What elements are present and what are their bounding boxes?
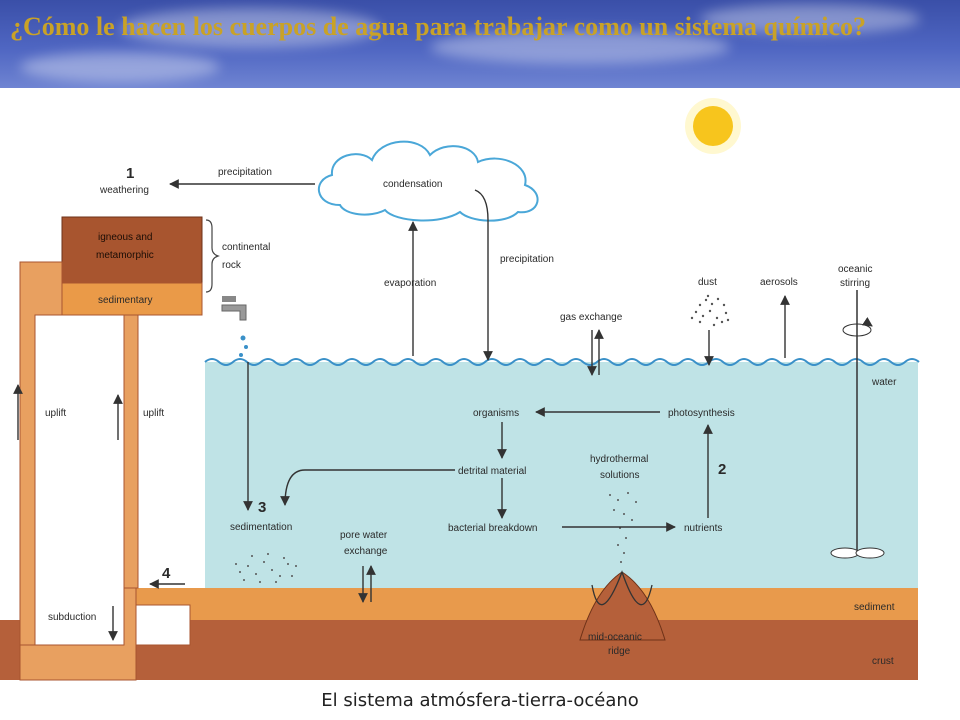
label-bacterial: bacterial breakdown [448,523,538,534]
wave-line [204,358,920,366]
number-4: 4 [162,565,171,582]
label-continental-1: continental [222,242,270,253]
label-precipitation-right: precipitation [500,254,554,265]
label-ridge-2: ridge [608,646,631,657]
label-photosynthesis: photosynthesis [668,408,735,419]
arrow-detrital-sedimentation [280,469,455,506]
ridge-flow [591,570,653,606]
number-1: 1 [126,165,134,182]
label-igneous-1: igneous and [98,232,153,243]
diagram-caption: El sistema atmósfera-tierra-océano [321,690,639,711]
subduction-box [135,604,191,646]
label-evaporation: evaporation [384,278,436,289]
number-2: 2 [718,461,726,478]
ocean-water [205,362,918,588]
brace [205,219,220,293]
slide-title: ¿Cómo le hacen los cuerpos de agua para … [10,12,867,41]
label-subduction: subduction [48,612,96,623]
label-pore-2: exchange [344,546,388,557]
label-water: water [871,377,897,388]
label-uplift-left: uplift [45,408,66,419]
label-ridge-1: mid-oceanic [588,632,642,643]
label-oceanic-1: oceanic [838,264,872,275]
label-igneous-2: metamorphic [96,250,154,261]
sun-icon [685,98,741,154]
atmosphere-earth-ocean-diagram: precipitation 1 weathering condensation … [0,98,920,681]
label-aerosols: aerosols [760,277,798,288]
label-sedimentary: sedimentary [98,295,152,306]
label-condensation: condensation [383,179,443,190]
arrow-precip-ocean [474,189,493,361]
number-3: 3 [258,499,266,516]
label-oceanic-2: stirring [840,278,870,289]
label-detrital: detrital material [458,466,526,477]
label-sediment: sediment [854,602,895,613]
label-hydrothermal-1: hydrothermal [590,454,648,465]
stirring-rod-icon [830,290,885,559]
label-crust: crust [872,656,894,667]
cloud-shape [317,140,539,222]
arrows [13,179,873,641]
label-continental-2: rock [222,260,242,271]
title-banner: ¿Cómo le hacen los cuerpos de agua para … [0,0,960,88]
label-precipitation-top: precipitation [218,167,272,178]
label-organisms: organisms [473,408,519,419]
label-nutrients: nutrients [684,523,722,534]
label-hydrothermal-2: solutions [600,470,639,481]
label-weathering: weathering [99,185,149,196]
plume-dots [609,492,637,563]
label-uplift-right: uplift [143,408,164,419]
arrow-stirring [861,317,873,327]
dust-icon [690,294,730,327]
label-dust: dust [698,277,717,288]
label-gas-exchange: gas exchange [560,312,623,323]
right-pillar [123,314,139,589]
sedimentary-block [61,282,203,316]
label-sedimentation: sedimentation [230,522,292,533]
label-pore-1: pore water [340,530,388,541]
sediment-particles [235,553,297,583]
faucet-icon [221,296,248,357]
left-chamber [34,314,125,646]
sediment-layer [136,588,918,620]
